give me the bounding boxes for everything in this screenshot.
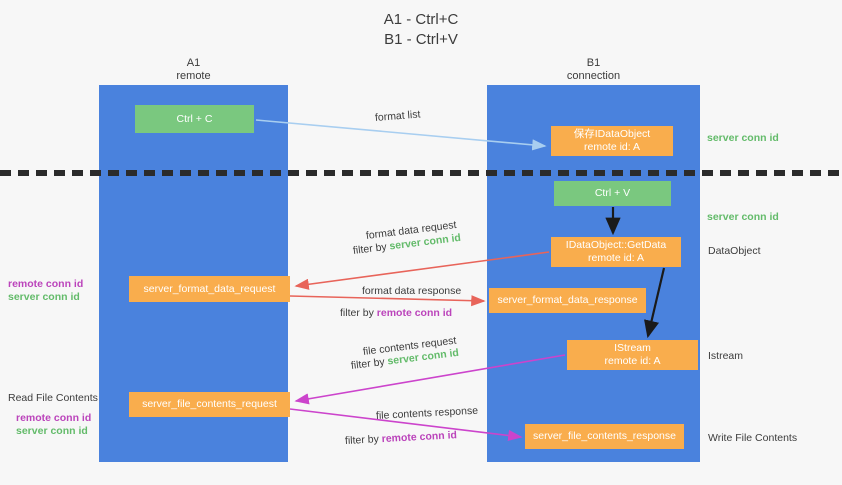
box-idataobject-getdata[interactable]: IDataObject::GetData remote id: A xyxy=(551,237,681,267)
box-istream-line1: IStream xyxy=(614,342,651,354)
label-format-list: format list xyxy=(374,108,421,124)
server-conn-id-left-1: server conn id xyxy=(8,291,80,303)
box-istream-line2: remote id: A xyxy=(604,355,661,367)
page-title: A1 - Ctrl+C B1 - Ctrl+V xyxy=(0,10,842,50)
remote-conn-id-left-1: remote conn id xyxy=(8,278,84,290)
dashed-divider xyxy=(0,170,842,176)
box-ctrl-c-label: Ctrl + C xyxy=(176,112,213,125)
annotation-dataobject: DataObject xyxy=(708,245,761,257)
annotation-write-file-contents: Write File Contents xyxy=(708,432,798,444)
column-a1-role: remote xyxy=(176,70,211,82)
remote-conn-id-left-2: remote conn id xyxy=(16,412,92,424)
column-a1-name: A1 xyxy=(186,57,201,69)
annotation-conn-ids-bottom: remote conn id server conn id xyxy=(16,412,91,438)
annotation-server-conn-id-top: server conn id xyxy=(707,132,779,144)
remote-conn-id-text-1: remote conn id xyxy=(376,307,453,319)
remote-conn-id-text-2: remote conn id xyxy=(381,429,458,446)
column-header-a1: A1 remote xyxy=(99,57,288,83)
box-server-file-contents-request[interactable]: server_file_contents_request xyxy=(129,392,290,417)
annotation-conn-ids-top: remote conn id server conn id xyxy=(8,278,83,304)
label-filter-by-remote-conn-id-2: filter by remote conn id xyxy=(345,428,458,448)
column-b1-role: connection xyxy=(566,70,621,82)
box-server-format-data-request-label: server_format_data_request xyxy=(143,282,276,295)
box-getdata-line2: remote id: A xyxy=(587,252,645,264)
box-server-format-data-response[interactable]: server_format_data_response xyxy=(489,288,646,313)
box-getdata-line1: IDataObject::GetData xyxy=(565,239,667,251)
annotation-server-conn-id-mid: server conn id xyxy=(707,211,779,223)
label-format-data-response: format data response xyxy=(362,285,462,297)
box-save-idataobject-line2: remote id: A xyxy=(583,141,641,153)
box-server-file-contents-request-label: server_file_contents_request xyxy=(142,398,277,410)
annotation-read-file-contents: Read File Contents xyxy=(8,392,98,404)
column-header-b1: B1 connection xyxy=(487,57,700,83)
title-line-2: B1 - Ctrl+V xyxy=(384,31,458,48)
filter-by-text-3: filter by xyxy=(350,355,386,372)
box-ctrl-v[interactable]: Ctrl + V xyxy=(554,181,671,206)
box-ctrl-v-label: Ctrl + V xyxy=(594,187,631,199)
box-save-idataobject-line1: 保存IDataObject xyxy=(573,128,651,140)
box-save-idataobject[interactable]: 保存IDataObject remote id: A xyxy=(551,126,673,156)
box-ctrl-c[interactable]: Ctrl + C xyxy=(135,105,254,133)
label-file-contents-response: file contents response xyxy=(375,404,479,422)
filter-by-text-2: filter by xyxy=(340,307,374,319)
server-conn-id-left-2: server conn id xyxy=(16,425,88,437)
filter-by-text-4: filter by xyxy=(344,433,380,447)
column-b1-name: B1 xyxy=(586,57,601,69)
title-line-1: A1 - Ctrl+C xyxy=(383,11,459,28)
annotation-istream: Istream xyxy=(708,350,744,362)
box-server-format-data-response-label: server_format_data_response xyxy=(497,294,638,306)
box-server-file-contents-response[interactable]: server_file_contents_response xyxy=(525,424,684,449)
filter-by-text-1: filter by xyxy=(352,240,388,257)
box-istream[interactable]: IStream remote id: A xyxy=(567,340,698,370)
box-server-file-contents-response-label: server_file_contents_response xyxy=(532,430,676,442)
label-filter-by-remote-conn-id-1: filter by remote conn id xyxy=(340,306,452,320)
box-server-format-data-request[interactable]: server_format_data_request xyxy=(129,276,290,302)
